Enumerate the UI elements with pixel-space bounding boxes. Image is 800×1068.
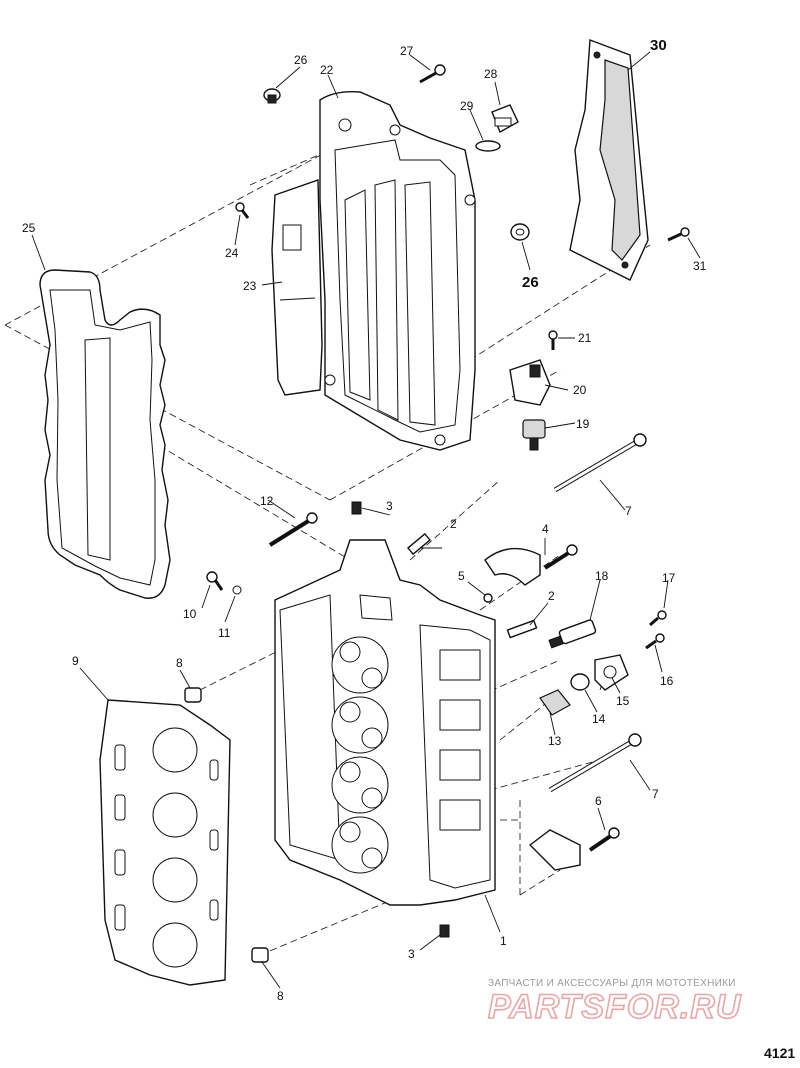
bolt-10 — [206, 571, 224, 591]
dowel-pin-lower — [251, 947, 269, 963]
sensor-base — [594, 654, 629, 691]
callout-30: 30 — [650, 37, 667, 54]
small-parts — [184, 64, 690, 963]
o-ring-29 — [475, 140, 501, 152]
callout-13: 13 — [548, 734, 562, 748]
bolt-17 — [657, 610, 667, 620]
cover-bracket — [569, 39, 649, 281]
sensor-13 — [539, 689, 571, 716]
leader-lines — [31, 51, 701, 989]
callout-7-lower: 7 — [652, 787, 659, 801]
callout-18: 18 — [595, 569, 609, 583]
cover-gasket — [39, 269, 171, 599]
callout-9: 9 — [72, 654, 79, 668]
cylinder-head-cover — [319, 90, 476, 451]
bolt-31 — [680, 227, 690, 237]
callout-31: 31 — [693, 259, 707, 273]
callout-3-lower: 3 — [408, 947, 415, 961]
callout-24: 24 — [225, 246, 239, 260]
callout-28: 28 — [484, 67, 498, 81]
watermark-site: PARTSFOR.RU — [488, 988, 742, 1026]
callout-7-upper: 7 — [625, 504, 632, 518]
oil-filler-cap — [491, 104, 519, 133]
grommet-upper — [263, 88, 281, 104]
long-bolt-lower — [548, 733, 642, 793]
washer-11 — [232, 585, 242, 595]
callout-16: 16 — [660, 674, 674, 688]
o-ring-14 — [570, 673, 590, 691]
figure-number: 4121 — [764, 1045, 795, 1061]
bolt-4 — [543, 544, 578, 570]
pin-lower — [506, 619, 538, 639]
head-gasket — [99, 699, 231, 986]
bolt-6 — [588, 827, 620, 852]
callout-labels: 1 2 2 3 3 4 5 6 7 7 8 8 9 10 11 12 13 14… — [22, 37, 707, 1003]
dowel-pin-upper — [184, 687, 202, 703]
sensor-19 — [522, 419, 546, 451]
cam-cap-upper — [484, 547, 541, 586]
callout-12: 12 — [260, 494, 274, 508]
callout-8-lower: 8 — [277, 989, 284, 1003]
cam-cap-lower — [528, 829, 581, 871]
callout-27: 27 — [400, 44, 414, 58]
watermark-tagline: ЗАПЧАСТИ И АКСЕССУАРЫ ДЛЯ МОТОТЕХНИКИ — [488, 978, 736, 989]
callout-14: 14 — [592, 712, 606, 726]
callout-15: 15 — [616, 694, 630, 708]
bolt-24 — [235, 202, 245, 212]
callout-2-upper: 2 — [450, 517, 457, 531]
cylinder-head — [274, 539, 496, 906]
callout-26-upper: 26 — [294, 53, 308, 67]
plug-upper — [351, 501, 362, 515]
callout-22: 22 — [320, 63, 334, 77]
spark-plug — [548, 619, 597, 649]
callout-1: 1 — [500, 934, 507, 948]
callout-11: 11 — [218, 626, 231, 640]
combustion-chambers — [331, 636, 389, 874]
callout-2-lower: 2 — [548, 589, 555, 603]
callout-4: 4 — [542, 522, 549, 536]
callout-6: 6 — [595, 794, 602, 808]
plug-lower — [439, 924, 450, 938]
callout-26-lower: 26 — [522, 274, 539, 291]
bolt-27 — [434, 64, 446, 76]
watermark: ЗАПЧАСТИ И АКСЕССУАРЫ ДЛЯ МОТОТЕХНИКИ PA… — [487, 978, 742, 1027]
callout-20: 20 — [573, 383, 587, 397]
callout-5: 5 — [458, 569, 465, 583]
callout-10: 10 — [183, 607, 197, 621]
callout-3-upper: 3 — [386, 499, 393, 513]
bolt-12 — [268, 512, 318, 547]
grommet-lower — [510, 223, 530, 241]
pin-upper — [407, 532, 431, 556]
plug-5 — [483, 593, 493, 603]
callout-21: 21 — [578, 331, 592, 345]
callout-17: 17 — [662, 571, 676, 585]
callout-23: 23 — [243, 279, 257, 293]
bolt-16 — [655, 633, 665, 643]
cover-plate — [271, 179, 323, 396]
callout-25: 25 — [22, 221, 36, 235]
callout-8-upper: 8 — [176, 656, 183, 670]
callout-19: 19 — [576, 417, 590, 431]
sensor-bracket-20 — [509, 359, 551, 406]
long-bolt-upper — [553, 433, 647, 493]
callout-29: 29 — [460, 99, 474, 113]
bolt-21 — [548, 330, 558, 340]
